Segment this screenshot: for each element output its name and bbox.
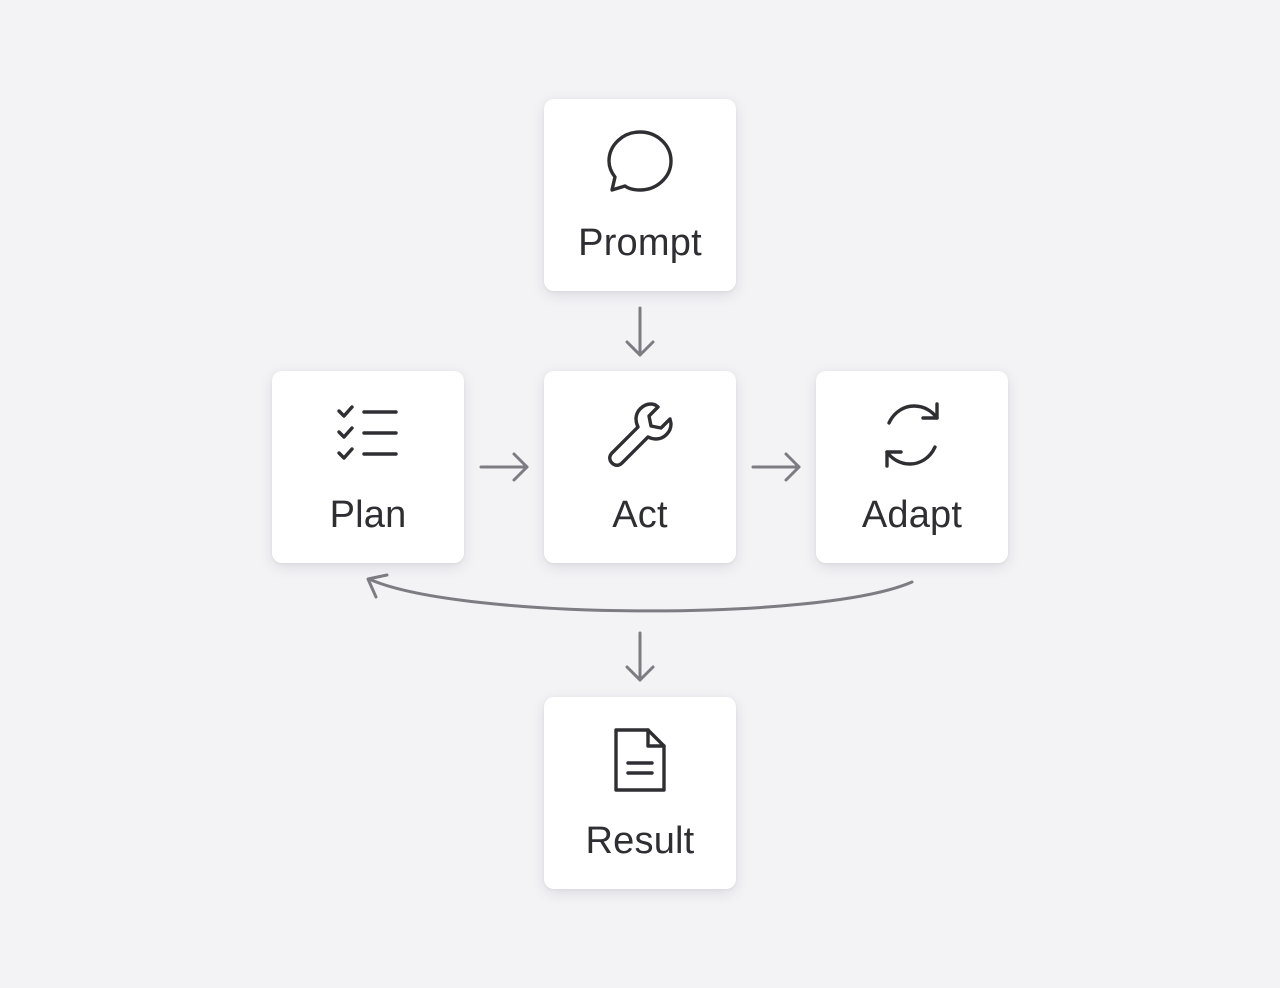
arrow-loop-to-result [625, 631, 655, 682]
node-label-result: Result [585, 820, 695, 862]
node-label-adapt: Adapt [861, 494, 963, 536]
arrow-act-to-adapt [751, 452, 801, 482]
arrow-plan-to-act [479, 452, 529, 482]
wrench-icon [606, 401, 674, 469]
node-label-plan: Plan [329, 494, 407, 536]
arrow-adapt-to-plan-loop [366, 573, 914, 613]
speech-bubble-icon [606, 129, 674, 197]
node-label-prompt: Prompt [578, 222, 702, 264]
checklist-icon [334, 401, 402, 469]
refresh-icon [878, 401, 946, 469]
node-prompt: Prompt [544, 99, 736, 291]
node-label-act: Act [612, 494, 668, 536]
arrow-prompt-to-act [625, 306, 655, 357]
node-act: Act [544, 371, 736, 563]
document-icon [606, 727, 674, 795]
node-plan: Plan [272, 371, 464, 563]
node-result: Result [544, 697, 736, 889]
node-adapt: Adapt [816, 371, 1008, 563]
